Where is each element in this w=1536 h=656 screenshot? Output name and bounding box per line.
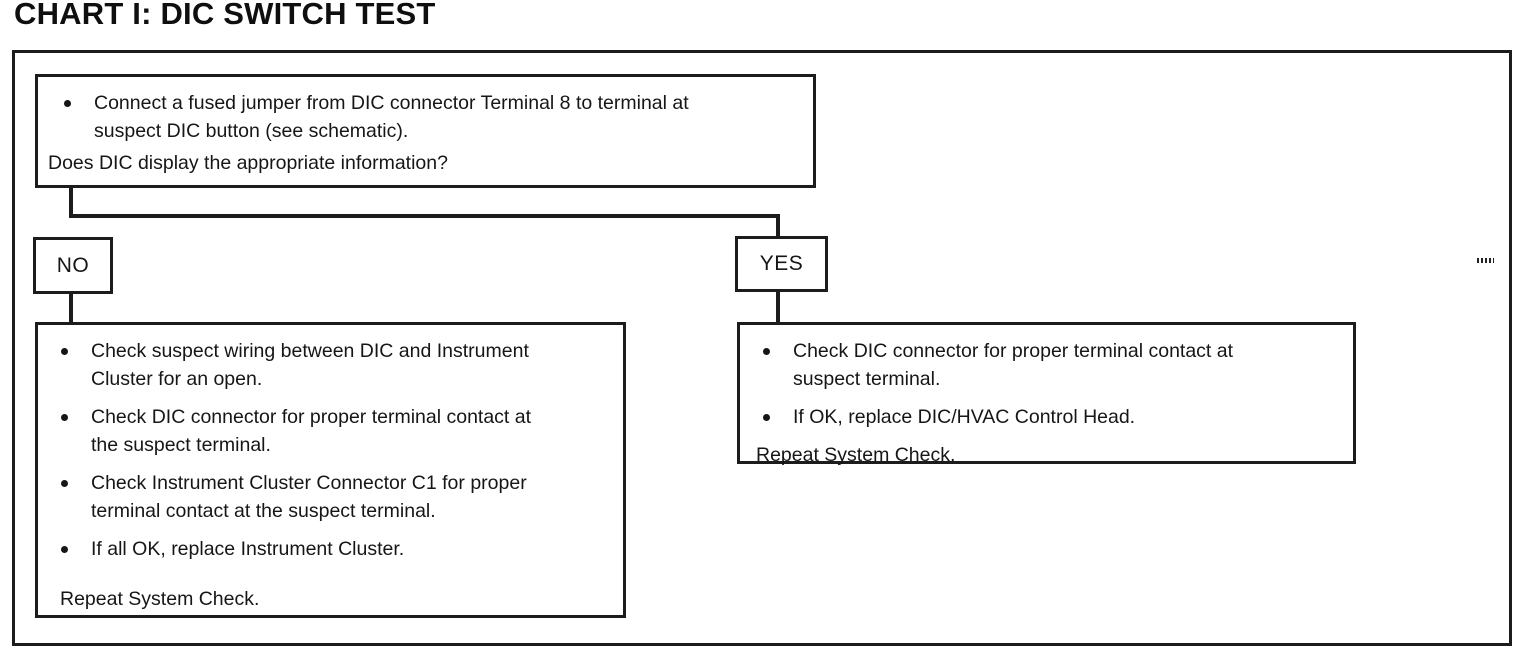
yes-action-step-text: Check DIC connector for proper terminal … <box>793 340 1234 390</box>
yes-action-step-text: If OK, replace DIC/HVAC Control Head. <box>793 406 1136 428</box>
question-step-text: Connect a fused jumper from DIC connecto… <box>94 92 689 142</box>
no-action-step: Check suspect wiring between DIC and Ins… <box>61 337 603 393</box>
connector-yes-drop-line <box>776 214 780 239</box>
question-text: Does DIC display the appropriate informa… <box>48 152 448 174</box>
bullet-dot-icon <box>763 337 793 393</box>
connector-no-action-line <box>69 290 73 324</box>
no-footer-text: Repeat System Check. <box>60 588 260 610</box>
no-action-box: Check suspect wiring between DIC and Ins… <box>35 322 626 618</box>
connector-question-drop-line <box>69 187 73 218</box>
chart-title: CHART I: DIC SWITCH TEST <box>14 0 436 31</box>
yes-label-box: YES <box>735 236 828 292</box>
bullet-dot-icon <box>61 403 91 459</box>
no-label: NO <box>56 253 90 277</box>
no-label-box: NO <box>33 237 113 294</box>
no-action-step-text: Check Instrument Cluster Connector C1 fo… <box>91 472 527 522</box>
yes-label: YES <box>759 252 804 275</box>
yes-action-box: Check DIC connector for proper terminal … <box>737 322 1356 466</box>
question-step: Connect a fused jumper from DIC connecto… <box>64 89 799 145</box>
bullet-dot-icon <box>64 89 94 145</box>
bullet-dot-icon <box>61 535 91 563</box>
yes-footer-text: Repeat System Check. <box>756 444 956 466</box>
bullet-dot-icon <box>763 403 793 431</box>
no-action-step: Check Instrument Cluster Connector C1 fo… <box>61 469 603 525</box>
no-action-step: If all OK, replace Instrument Cluster. <box>61 535 603 563</box>
question-box: Connect a fused jumper from DIC connecto… <box>35 74 816 188</box>
no-action-step-text: Check DIC connector for proper terminal … <box>91 406 532 456</box>
connector-branch-horizontal-line <box>69 214 780 218</box>
bullet-dot-icon <box>61 337 91 393</box>
no-action-step-text: If all OK, replace Instrument Cluster. <box>91 538 405 560</box>
flowchart-border <box>12 50 1512 646</box>
scan-artifact <box>1477 258 1494 263</box>
yes-action-step: If OK, replace DIC/HVAC Control Head. <box>763 403 1333 431</box>
no-action-step-text: Check suspect wiring between DIC and Ins… <box>91 340 529 390</box>
no-action-step: Check DIC connector for proper terminal … <box>61 403 603 459</box>
bullet-dot-icon <box>61 469 91 525</box>
yes-action-step: Check DIC connector for proper terminal … <box>763 337 1333 393</box>
connector-yes-action-line <box>776 288 780 324</box>
